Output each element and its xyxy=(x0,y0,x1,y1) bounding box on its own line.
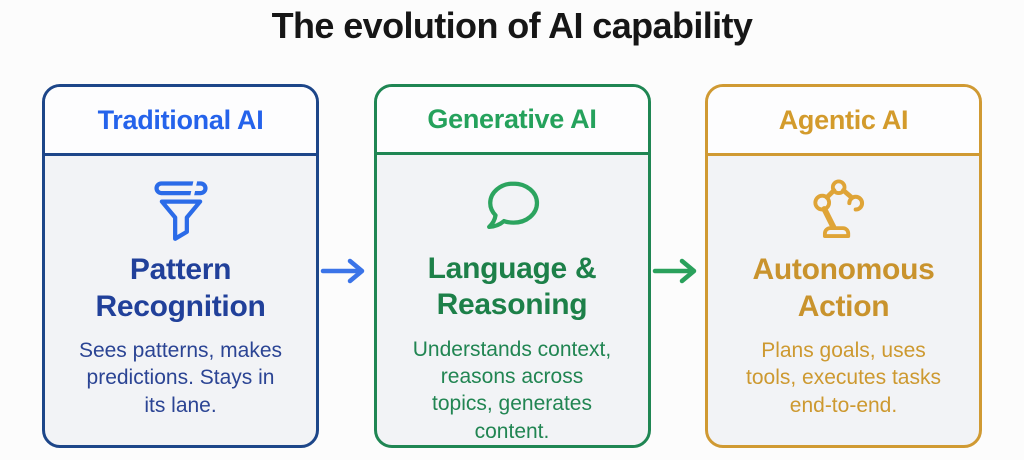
card-description-generative-ai: Understands context, reasons across topi… xyxy=(412,337,612,443)
arrow-right-icon-traditional-to-generative xyxy=(319,256,373,286)
page-title: The evolution of AI capability xyxy=(271,5,753,46)
speech-bubble-icon xyxy=(478,174,546,242)
card-title-agentic-ai: Agentic AI xyxy=(778,104,909,135)
cards-row: Traditional AI Pattern Recognition Sees … xyxy=(42,84,982,448)
card-header-agentic-ai: Agentic AI xyxy=(708,87,979,156)
card-header-generative-ai: Generative AI xyxy=(376,87,648,155)
card-title-traditional-ai: Traditional AI xyxy=(97,104,264,135)
card-header-traditional-ai: Traditional AI xyxy=(45,87,316,156)
card-description-traditional-ai: Sees patterns, makes predictions. Stays … xyxy=(78,339,283,417)
card-body-generative-ai: Language & Reasoning Understands context… xyxy=(377,155,648,445)
funnel-icon xyxy=(147,175,215,243)
card-heading-autonomous-action: Autonomous Action xyxy=(752,253,935,323)
robot-arm-icon xyxy=(810,175,878,243)
card-traditional-ai: Traditional AI Pattern Recognition Sees … xyxy=(42,84,319,448)
card-generative-ai: Generative AI Language & Reasoning Under… xyxy=(373,84,651,448)
card-heading-language-reasoning: Language & Reasoning xyxy=(427,251,597,322)
card-body-traditional-ai: Pattern Recognition Sees patterns, makes… xyxy=(45,156,316,445)
card-heading-pattern-recognition: Pattern Recognition xyxy=(95,253,266,323)
card-body-agentic-ai: Autonomous Action Plans goals, uses tool… xyxy=(708,156,979,445)
card-description-agentic-ai: Plans goals, uses tools, executes tasks … xyxy=(746,339,941,417)
card-title-generative-ai: Generative AI xyxy=(427,103,597,134)
arrow-right-icon-generative-to-agentic xyxy=(651,256,705,286)
card-agentic-ai: Agentic AI xyxy=(705,84,982,448)
